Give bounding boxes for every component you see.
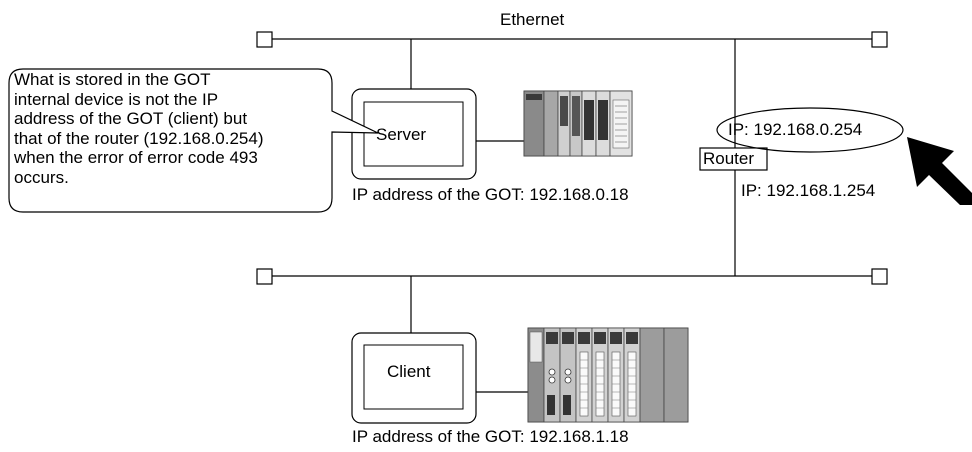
lower-ethernet-bus [256, 268, 888, 285]
client-plc [527, 327, 689, 423]
server-plc [523, 90, 633, 157]
client-ip-caption: IP address of the GOT: 192.168.1.18 [352, 427, 629, 446]
router-label: Router [703, 149, 755, 168]
callout-line: that of the router (192.168.0.254) [14, 128, 264, 148]
router-ip-highlight-ellipse [716, 107, 904, 153]
callout-line: address of the GOT (client) but [14, 109, 248, 128]
upper-ethernet-bus [256, 31, 888, 48]
server-ip-caption: IP address of the GOT: 192.168.0.18 [352, 185, 629, 204]
server-got-monitor [351, 88, 477, 180]
client-got-monitor [351, 332, 477, 424]
callout-line: occurs. [14, 167, 69, 187]
callout-line: when the error of error code 493 [14, 148, 258, 167]
router-ip-lower: IP: 192.168.1.254 [741, 181, 876, 200]
callout-line: What is stored in the GOT [14, 70, 211, 89]
ethernet-label: Ethernet [500, 10, 565, 29]
callout-line: internal device is not the IP [14, 89, 219, 109]
callout-text: What is stored in the GOT internal devic… [14, 70, 334, 187]
pointer-arrow-icon [907, 137, 972, 205]
server-label: Server [376, 125, 427, 144]
callout-bubble [8, 68, 379, 213]
router-box [699, 147, 768, 171]
client-label: Client [387, 362, 431, 381]
router-ip-upper: IP: 192.168.0.254 [728, 120, 863, 139]
